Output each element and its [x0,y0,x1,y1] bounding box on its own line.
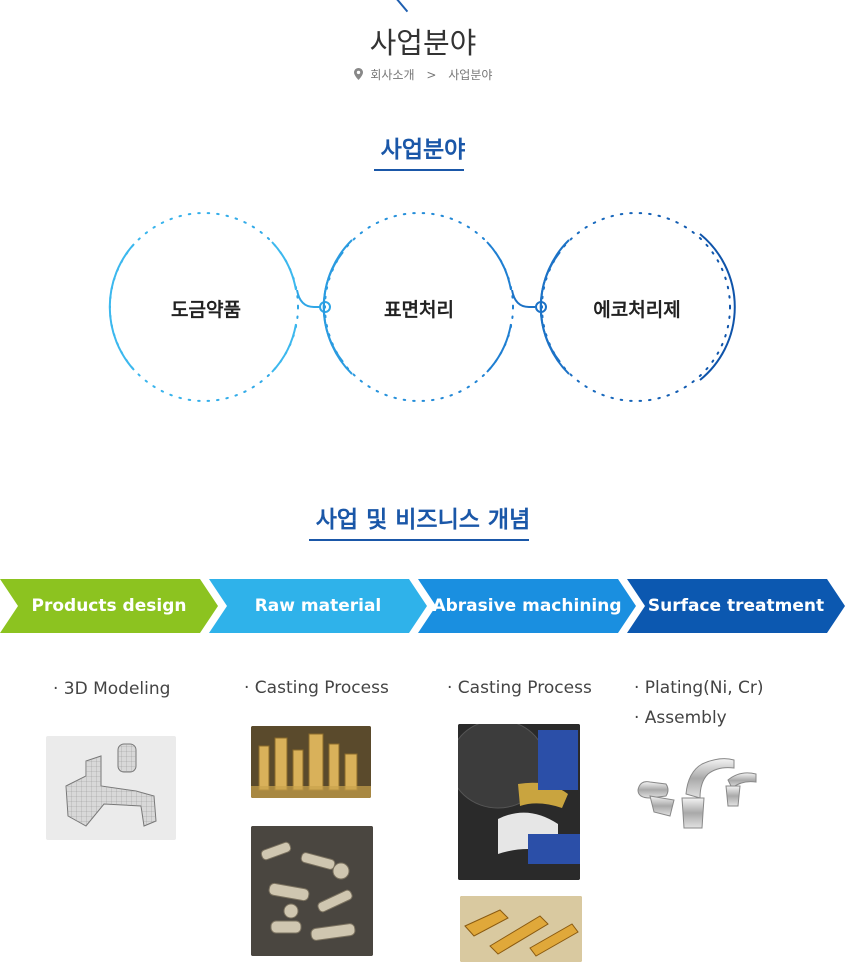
brass-rods-image [251,726,371,798]
faucet-image [630,742,762,838]
bullet-assembly: · Assembly [634,708,727,728]
business-area-underline [374,169,464,171]
step-surface-treatment: Surface treatment [627,579,845,633]
step-label: Raw material [254,596,382,616]
circle-3 [539,212,736,402]
concept-underline [309,539,529,541]
business-area-title: 사업분야 [380,137,466,163]
circle-1 [108,212,299,402]
location-pin-icon [353,68,363,83]
breadcrumb-item-current: 사업분야 [448,68,493,82]
step-label: Surface treatment [647,596,825,616]
bullet-plating: · Plating(Ni, Cr) [634,678,764,698]
bullet-casting-process-1: · Casting Process [244,678,389,698]
breadcrumb: 회사소개 > 사업분야 [0,66,846,83]
step-raw-material: Raw material [209,579,427,633]
business-circles-diagram [108,212,736,402]
page-title: 사업분야 [369,26,477,60]
machining-image [458,724,580,880]
concept-title: 사업 및 비즈니스 개념 [315,507,531,533]
step-label: Abrasive machining [432,596,622,616]
3d-model-image [46,736,176,840]
circle-2 [322,212,514,402]
step-label: Products design [31,596,187,616]
circle-label-eco-agent: 에코처리제 [593,299,681,321]
circle-label-surface-treatment: 표면처리 [384,299,454,321]
breadcrumb-separator: > [426,68,437,82]
circle-label-plating-chemicals: 도금약품 [171,299,241,321]
breadcrumb-item-company[interactable]: 회사소개 [370,68,415,82]
step-abrasive-machining: Abrasive machining [418,579,636,633]
bullet-3d-modeling: · 3D Modeling [53,679,171,699]
connector-2 [511,289,535,308]
polished-parts-image [460,896,582,962]
step-products-design: Products design [0,579,218,633]
header-accent-line [393,0,409,13]
cast-parts-image [251,826,373,956]
bullet-casting-process-2: · Casting Process [447,678,592,698]
connector-1 [296,289,320,308]
